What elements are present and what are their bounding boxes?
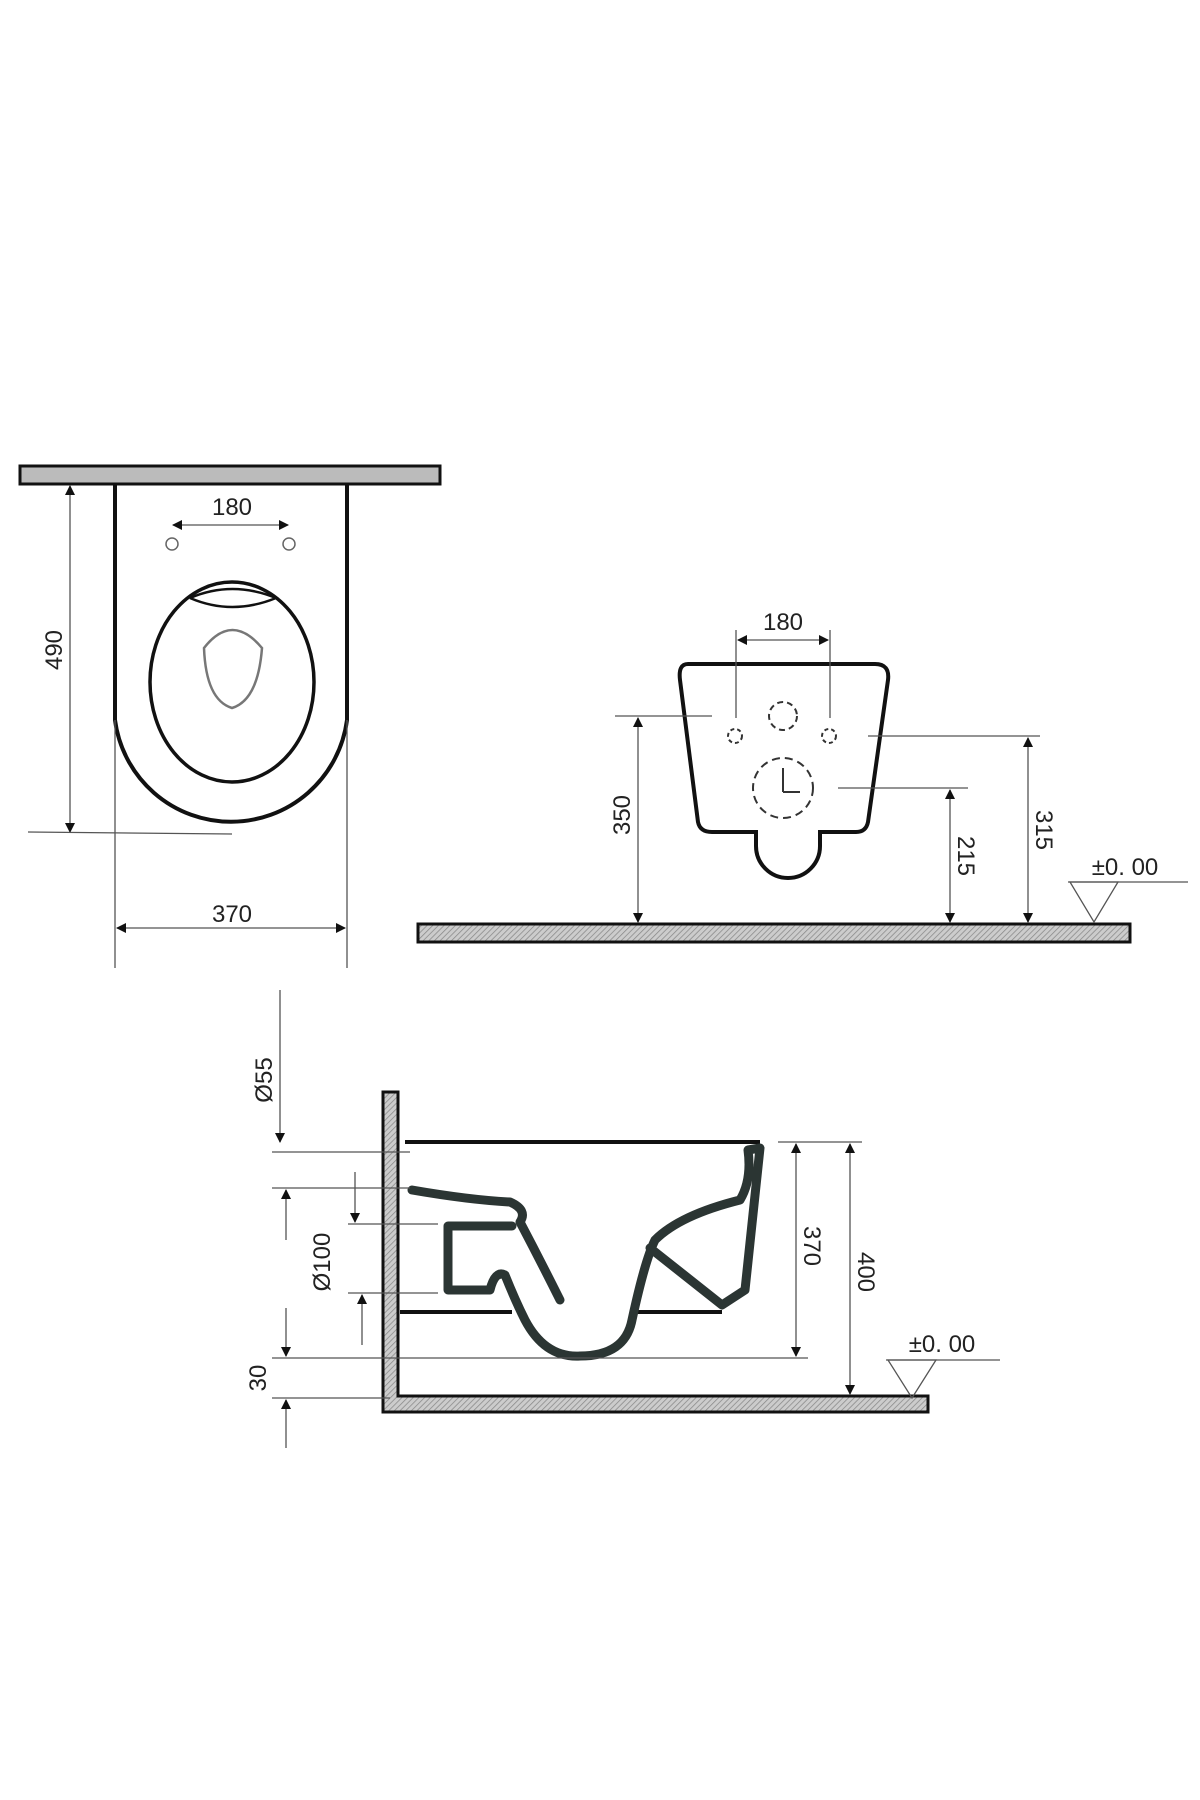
outlet-diameter-label: Ø100 <box>309 1233 336 1292</box>
bolt-spacing-label: 180 <box>212 494 252 521</box>
toilet-outline <box>113 484 349 824</box>
clearance-label: 30 <box>245 1365 272 1392</box>
wall-floor-section <box>381 1090 930 1414</box>
bowl-height-label: 370 <box>798 1226 825 1266</box>
width-label: 370 <box>212 901 252 928</box>
inlet-diameter-label: Ø55 <box>251 1057 278 1102</box>
rear-view: 180 350 315 215 ±0. 00 <box>416 609 1188 944</box>
inlet-height-label: 315 <box>1030 810 1057 850</box>
total-height-label: 400 <box>852 1252 879 1292</box>
depth-label: 490 <box>41 630 68 670</box>
side-level-label: ±0. 00 <box>909 1331 976 1358</box>
bolt-height-label: 350 <box>609 795 636 835</box>
rear-outline <box>677 662 891 880</box>
outlet-height-label: 215 <box>952 836 979 876</box>
top-view: 180 490 370 <box>18 464 442 968</box>
wall-slab <box>18 464 442 486</box>
rear-bolt-spacing-label: 180 <box>763 609 803 636</box>
level-label: ±0. 00 <box>1092 854 1159 881</box>
side-view: Ø55 Ø100 30 370 400 ±0. 00 <box>245 990 1000 1448</box>
seat-outline <box>148 580 316 784</box>
floor-slab <box>416 922 1132 944</box>
